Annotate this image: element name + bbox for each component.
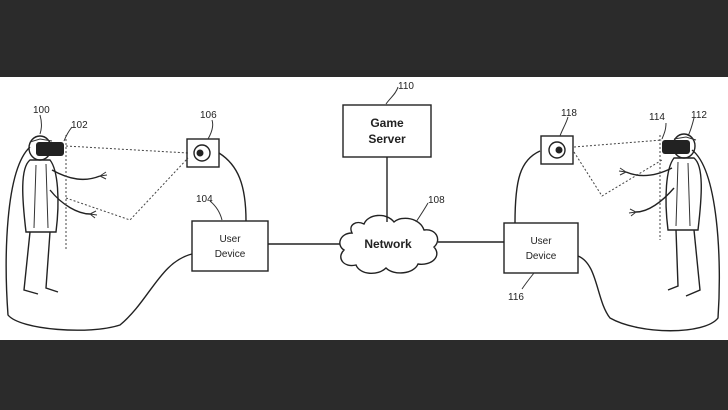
ref-102: 102 bbox=[71, 120, 88, 131]
tracking-line-right-head bbox=[573, 139, 663, 148]
tracking-line-right-body bbox=[573, 151, 663, 197]
camera-left-pupil bbox=[196, 149, 204, 157]
camera-left-body bbox=[186, 138, 220, 168]
user-left-figure bbox=[22, 135, 108, 295]
camera-right-body bbox=[540, 135, 574, 165]
user-device-left-box bbox=[191, 220, 269, 272]
ref-110: 110 bbox=[398, 81, 414, 92]
ref-112: 112 bbox=[691, 110, 707, 121]
leader-108 bbox=[415, 202, 429, 223]
camera-right-pupil bbox=[555, 146, 563, 154]
user-right-arm-upper bbox=[625, 167, 673, 177]
tracking-line-left-head bbox=[65, 145, 189, 154]
leader-104 bbox=[209, 200, 223, 221]
ref-100: 100 bbox=[33, 105, 50, 116]
user-right-torso bbox=[665, 157, 702, 231]
user-left-vest-lines bbox=[33, 163, 49, 229]
user-right-hand-lower bbox=[628, 208, 637, 217]
network-label: Network bbox=[364, 237, 412, 251]
ref-104: 104 bbox=[196, 194, 213, 205]
user-left-hmd-icon bbox=[36, 142, 64, 156]
game-server-line2: Server bbox=[368, 132, 406, 146]
camera-right-lens-icon bbox=[548, 141, 566, 159]
user-device-right-box bbox=[503, 222, 579, 274]
network-cloud-shape bbox=[339, 214, 439, 274]
user-device-right-line2: Device bbox=[526, 251, 557, 262]
camera-right bbox=[540, 135, 574, 165]
leader-102 bbox=[63, 126, 73, 142]
user-left-hmd-strap bbox=[29, 138, 53, 143]
ref-114: 114 bbox=[649, 112, 665, 123]
user-device-left-line2: Device bbox=[215, 249, 246, 260]
leader-106 bbox=[207, 119, 214, 140]
user-left-torso bbox=[22, 159, 59, 233]
user-right-legs bbox=[667, 229, 701, 297]
link-left-device-user bbox=[5, 146, 193, 331]
ref-108: 108 bbox=[428, 195, 445, 206]
tracking-line-left-body bbox=[65, 157, 189, 221]
network-cloud: Network bbox=[339, 214, 439, 274]
leader-110 bbox=[385, 86, 399, 105]
leader-118 bbox=[559, 116, 569, 137]
user-left-arm-upper bbox=[51, 169, 101, 181]
user-right-hmd-strap bbox=[673, 136, 697, 141]
user-left-legs bbox=[23, 231, 59, 295]
user-left-hand-upper bbox=[99, 171, 108, 180]
camera-left-lens-icon bbox=[193, 144, 211, 162]
user-right-figure bbox=[618, 133, 702, 297]
patent-figure-panel bbox=[0, 77, 728, 340]
user-left-hand-lower bbox=[89, 210, 98, 219]
game-server-line1: Game bbox=[370, 116, 404, 130]
ref-116: 116 bbox=[508, 292, 524, 303]
ref-106: 106 bbox=[200, 110, 217, 121]
user-device-left-line1: User bbox=[219, 234, 241, 245]
leader-114 bbox=[661, 122, 667, 140]
game-server-box bbox=[342, 104, 432, 158]
user-right-hmd-icon bbox=[662, 140, 690, 154]
ref-118: 118 bbox=[561, 108, 577, 119]
leader-112 bbox=[687, 117, 695, 137]
reference-numbers: 100 102 106 104 110 108 118 114 112 116 bbox=[33, 81, 707, 303]
link-left-camera-device bbox=[218, 152, 247, 222]
user-device-right: User Device bbox=[503, 222, 579, 274]
leader-lines bbox=[39, 86, 695, 290]
link-right-device-user bbox=[577, 149, 721, 332]
tracking-lines bbox=[65, 139, 663, 221]
user-right-hand-upper bbox=[618, 167, 627, 176]
connections bbox=[5, 146, 721, 332]
user-device-right-line1: User bbox=[530, 236, 552, 247]
user-right-vest-lines bbox=[675, 161, 691, 227]
user-device-left: User Device bbox=[191, 220, 269, 272]
link-right-camera-device bbox=[514, 150, 541, 224]
camera-left bbox=[186, 138, 220, 168]
leader-100 bbox=[39, 114, 42, 135]
leader-116 bbox=[521, 272, 535, 290]
user-left-arm-lower bbox=[49, 189, 91, 215]
user-right-arm-lower bbox=[635, 187, 675, 213]
game-server: Game Server bbox=[342, 104, 432, 158]
